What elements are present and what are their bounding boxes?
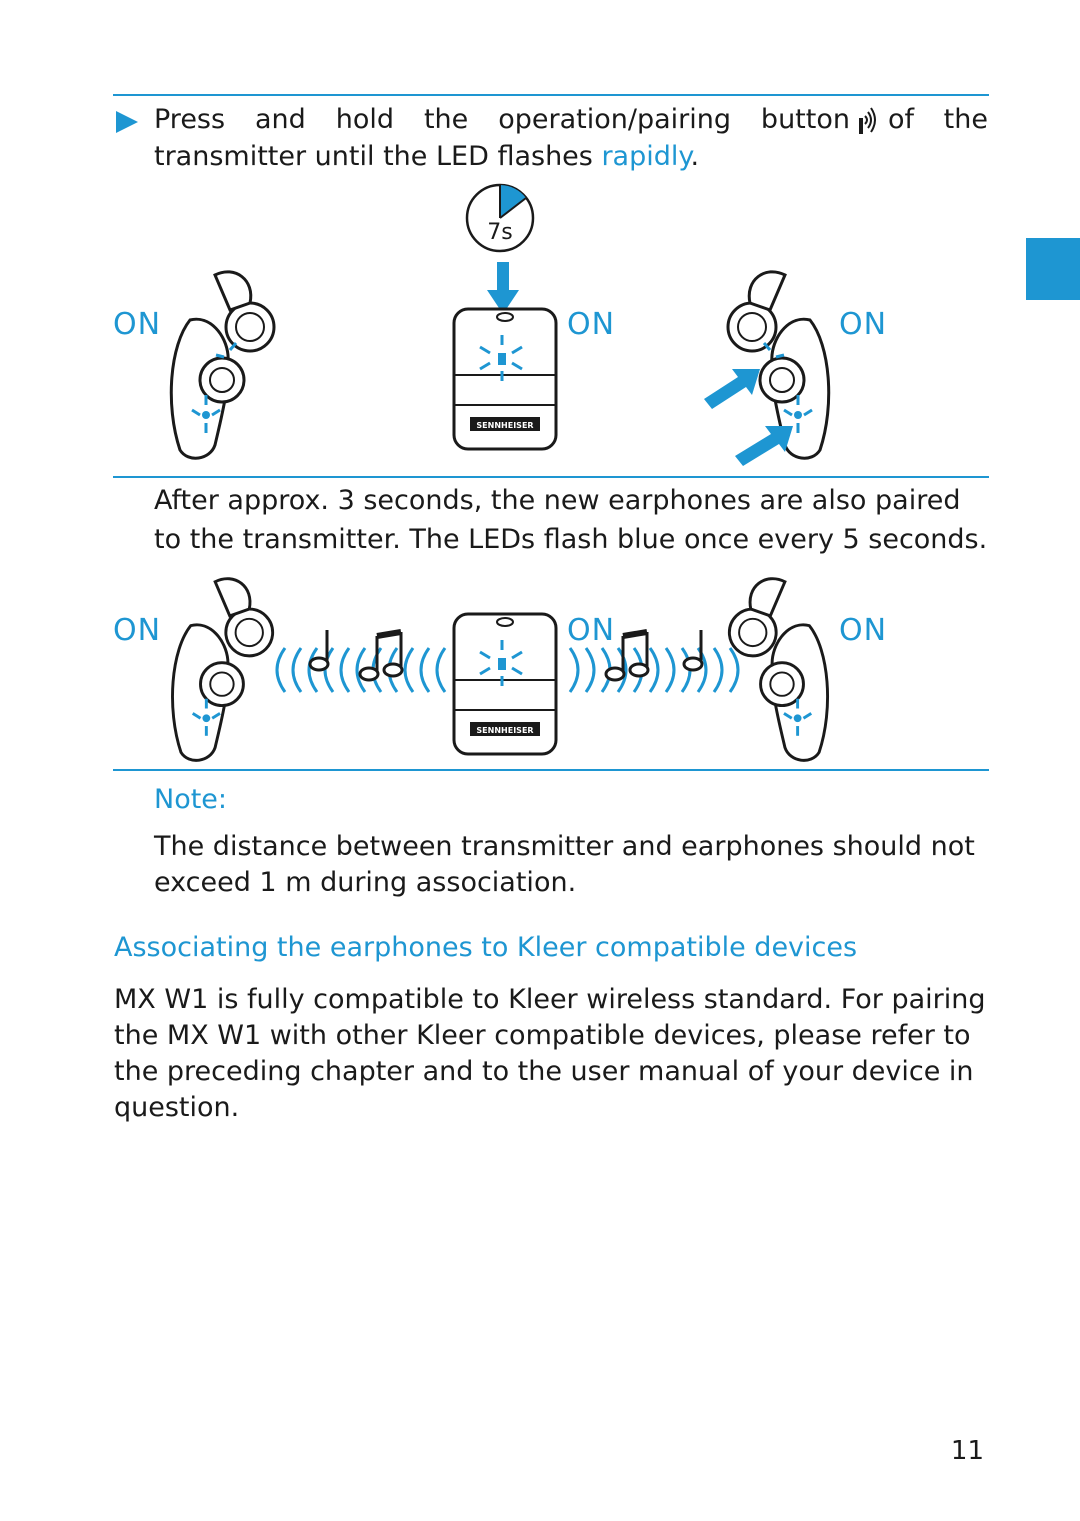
on-label-center-1: ON — [567, 307, 616, 342]
note-line-2: exceed 1 m during association. — [154, 867, 577, 898]
on-label-left-1: ON — [113, 307, 162, 342]
brand-label-1: SENNHEISER — [476, 421, 533, 430]
press-arrow-earphone-lower-icon — [735, 426, 793, 466]
timer-label: 7s — [487, 220, 512, 245]
result-line-2: to the transmitter. The LEDs flash blue … — [154, 524, 988, 555]
on-label-center-2: ON — [567, 613, 616, 648]
step-text-pre: Press and hold the operation/pairing but… — [154, 104, 850, 135]
page-number: 11 — [950, 1436, 984, 1466]
section-line-3: the preceding chapter and to the user ma… — [114, 1056, 974, 1087]
pairing-button-icon — [859, 107, 876, 134]
signal-waves-left-icon — [275, 629, 447, 693]
transmitter-illustration: SENNHEISER — [452, 307, 558, 451]
earphone-left-paired-illustration — [171, 577, 275, 762]
section-line-2: the MX W1 with other Kleer compatible de… — [114, 1020, 971, 1051]
earphone-right-illustration — [726, 270, 831, 460]
step-arrow-icon — [116, 111, 138, 133]
note-line-1: The distance between transmitter and ear… — [154, 831, 975, 862]
press-arrow-icon — [487, 262, 519, 314]
step-line-1: Press and hold the operation/pairing but… — [154, 102, 988, 138]
brand-label-2: SENNHEISER — [476, 726, 533, 735]
section-line-4: question. — [114, 1092, 240, 1123]
press-arrow-earphone-upper-icon — [704, 369, 760, 409]
section-heading: Associating the earphones to Kleer compa… — [114, 932, 858, 963]
note-title: Note: — [154, 784, 228, 815]
transmitter-paired-illustration: SENNHEISER — [452, 612, 558, 756]
chapter-tab — [1026, 238, 1080, 300]
on-label-left-2: ON — [113, 613, 162, 648]
on-label-right-1: ON — [839, 307, 888, 342]
top-rule — [113, 94, 989, 96]
on-label-right-2: ON — [839, 613, 888, 648]
rapidly-highlight: rapidly — [601, 141, 691, 172]
step-text-post: of the — [888, 104, 988, 135]
earphone-left-illustration — [169, 270, 276, 460]
figure-bottom-rule — [113, 769, 989, 771]
middle-rule — [113, 476, 989, 478]
earphone-right-paired-illustration — [727, 577, 830, 762]
result-line-1: After approx. 3 seconds, the new earphon… — [154, 485, 961, 516]
timer-icon: 7s — [465, 183, 535, 253]
signal-waves-right-icon — [568, 629, 740, 693]
step-line-2: transmitter until the LED flashes rapidl… — [154, 141, 700, 172]
section-line-1: MX W1 is fully compatible to Kleer wirel… — [114, 984, 986, 1015]
